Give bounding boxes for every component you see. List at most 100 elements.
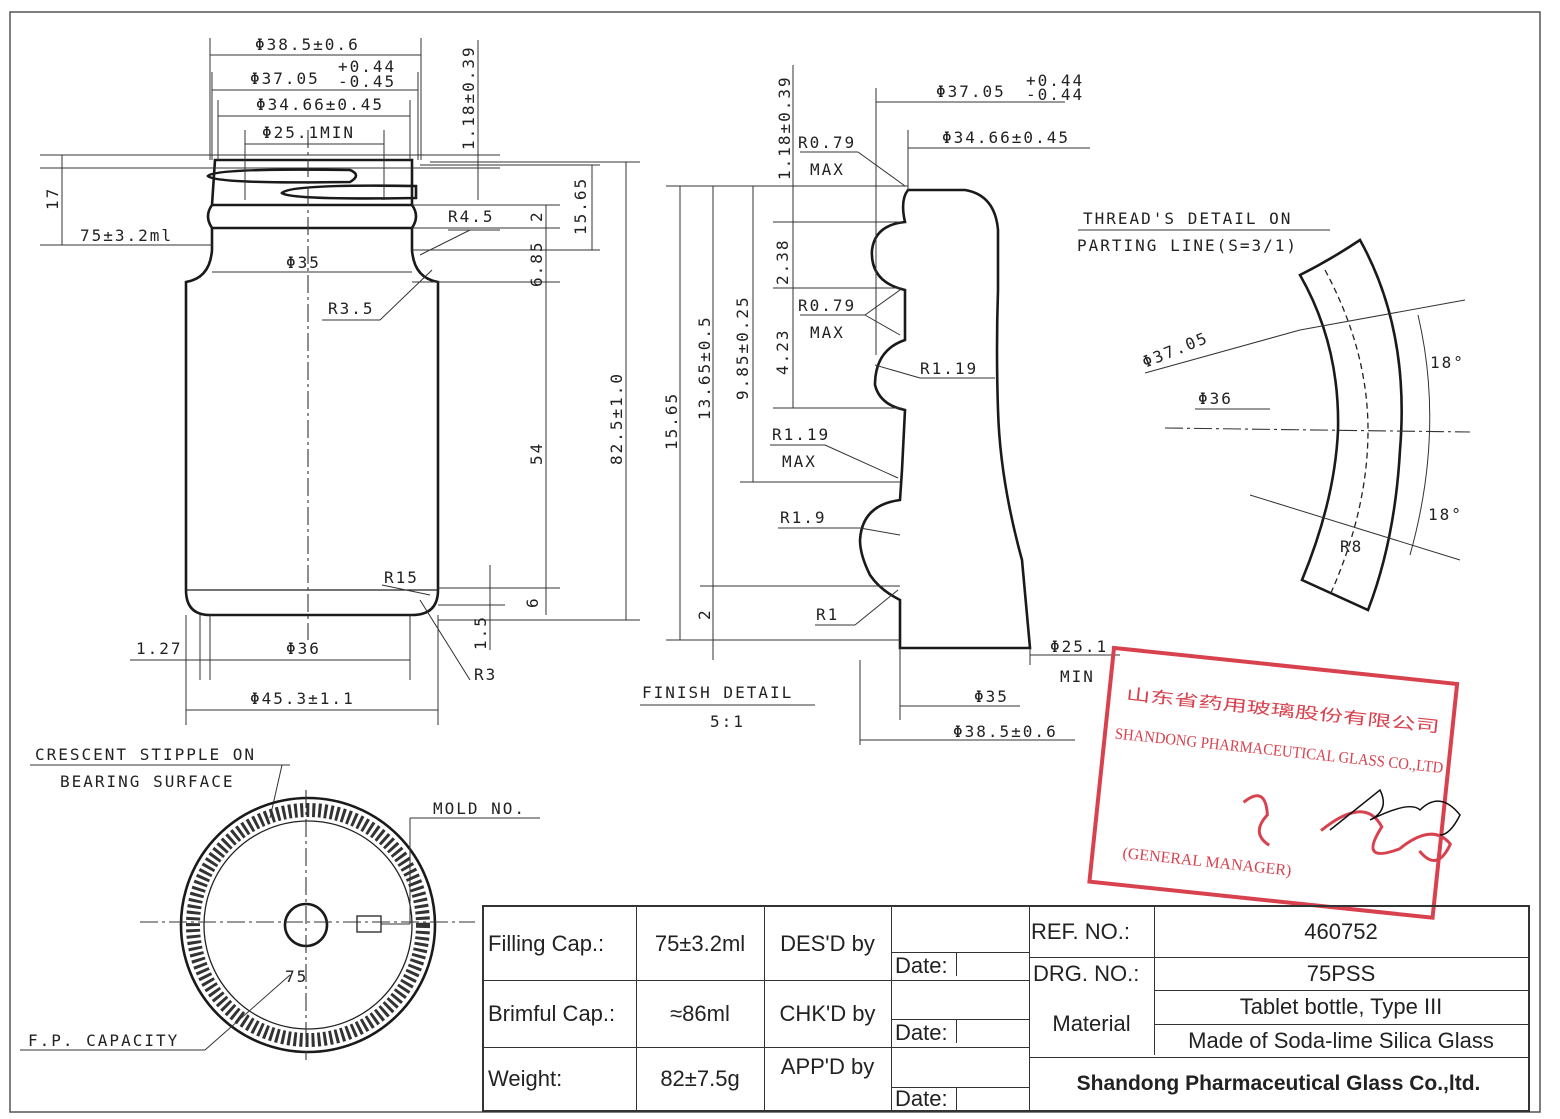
weight-label: Weight: — [488, 1065, 563, 1091]
fd-d38-5: Φ38.5±0.6 — [953, 722, 1058, 741]
dim-h2: 2 — [527, 210, 546, 222]
td-r8: R8 — [1340, 537, 1363, 556]
ref-no-value: 460752 — [1304, 919, 1378, 944]
stipple-note-1: CRESCENT STIPPLE ON — [35, 745, 256, 764]
fd-h1-18: 1.18±0.39 — [775, 75, 794, 180]
weight-value: 82±7.5g — [660, 1065, 740, 1091]
dim-h82-5: 82.5±1.0 — [607, 372, 626, 465]
dim-r3-5: R3.5 — [328, 299, 375, 318]
signature — [1242, 794, 1453, 862]
dim-d45-3: Φ45.3±1.1 — [250, 689, 355, 708]
fd-h13-65: 13.65±0.5 — [695, 315, 714, 420]
finish-detail-title: FINISH DETAIL — [642, 683, 793, 702]
finish-dimension-labels: 1.18±0.39 R0.79 MAX Φ37.05 +0.44 -0.44 Φ… — [642, 71, 1108, 741]
fd-r1-19-b: R1.19 — [772, 425, 830, 444]
fd-max-a: MAX — [810, 160, 845, 179]
dim-t1-27: 1.27 — [136, 639, 183, 658]
thread-detail: THREAD'S DETAIL ON PARTING LINE(S=3/1) Φ… — [1077, 209, 1471, 612]
fd-tol-plus: +0.44 — [1026, 71, 1084, 90]
fd-h9-85: 9.85±0.25 — [733, 295, 752, 400]
ref-no-label: REF. NO.: — [1031, 919, 1131, 944]
fd-d37-05: Φ37.05 — [936, 82, 1006, 101]
sheet-border — [9, 11, 1541, 1113]
mold-number-box — [356, 915, 382, 933]
material-label: Material — [1052, 1010, 1131, 1036]
fd-tol-minus: -0.44 — [1026, 85, 1084, 104]
thread-dimension-lines — [1144, 299, 1471, 561]
td-angle-top: 18° — [1430, 353, 1465, 372]
thread-detail-title-2: PARTING LINE(S=3/1) — [1077, 236, 1298, 255]
dim-d37-05: Φ37.05 — [250, 69, 320, 88]
dim-h1-18: 1.18±0.39 — [459, 45, 478, 150]
company-stamp: 山东省药用玻璃股份有限公司 SHANDONG PHARMACEUTICAL GL… — [1087, 645, 1460, 920]
brimful-cap-value: ≈86ml — [670, 1000, 730, 1026]
thread-1 — [206, 168, 358, 184]
bottom-view: CRESCENT STIPPLE ON BEARING SURFACE MOLD… — [20, 745, 540, 1060]
brimful-cap-label: Brimful Cap.: — [488, 1000, 616, 1026]
ink-signature — [1329, 788, 1461, 836]
stamp-english-name: SHANDONG PHARMACEUTICAL GLASS CO.,LTD — [1114, 726, 1444, 777]
dim-d35: Φ35 — [286, 253, 321, 272]
mold-no-label: MOLD NO. — [433, 799, 526, 818]
dim-d36: Φ36 — [286, 639, 321, 658]
drg-no-label: DRG. NO.: — [1033, 960, 1140, 986]
title-block: Filling Cap.: 75±3.2ml DES'D by Date: Br… — [482, 905, 1530, 1112]
fd-h4-23: 4.23 — [773, 328, 792, 375]
fd-d34-66: Φ34.66±0.45 — [942, 128, 1070, 147]
drg-no-value: 75PSS — [1306, 960, 1376, 986]
filling-cap-label: Filling Cap.: — [488, 930, 605, 956]
thread-2 — [280, 184, 418, 200]
dim-r15: R15 — [384, 568, 419, 587]
finish-detail-scale: 5:1 — [710, 712, 745, 731]
td-d36: Φ36 — [1198, 389, 1233, 408]
fp-capacity-label: F.P. CAPACITY — [28, 1031, 179, 1050]
dim-d34-66: Φ34.66±0.45 — [256, 95, 384, 114]
fd-d25-1: Φ25.1 — [1050, 637, 1108, 656]
thread-section — [1298, 238, 1403, 612]
fd-r1: R1 — [816, 605, 839, 624]
dim-tol-minus: -0.45 — [338, 72, 396, 91]
designed-by-label: DES'D by — [780, 930, 875, 956]
fd-d35: Φ35 — [974, 687, 1009, 706]
date-label-1: Date: — [895, 953, 948, 978]
material-line-2: Made of Soda-lime Silica Glass — [1188, 1027, 1494, 1053]
stamp-role: (GENERAL MANAGER) — [1122, 845, 1292, 880]
date-label-2: Date: — [895, 1020, 948, 1045]
checked-by-label: CHK'D by — [779, 1000, 876, 1026]
company-name: Shandong Pharmaceutical Glass Co.,ltd. — [1076, 1071, 1481, 1095]
front-dimension-labels: Φ38.5±0.6 Φ37.05 +0.44 -0.45 Φ34.66±0.45… — [43, 35, 626, 708]
fd-r0-79-b: R0.79 — [798, 296, 856, 315]
dim-d25-1: Φ25.1MIN — [262, 123, 355, 142]
finish-profile — [858, 188, 1032, 650]
fd-max-b: MAX — [810, 323, 845, 342]
dim-h15-65: 15.65 — [571, 177, 590, 235]
fd-h2-38: 2.38 — [773, 238, 792, 285]
dim-h17: 17 — [43, 187, 62, 210]
fd-r1-19-a: R1.19 — [920, 359, 978, 378]
dim-h6: 6 — [523, 596, 542, 608]
fd-min: MIN — [1060, 667, 1095, 686]
dim-r4-5: R4.5 — [448, 207, 495, 226]
filling-cap-value: 75±3.2ml — [654, 930, 746, 956]
fd-r1-9: R1.9 — [780, 508, 827, 527]
dim-h6-85: 6.85 — [527, 240, 546, 287]
finish-detail: 1.18±0.39 R0.79 MAX Φ37.05 +0.44 -0.44 Φ… — [640, 65, 1120, 745]
dim-tol-plus: +0.44 — [338, 57, 396, 76]
dim-h1-5: 1.5 — [471, 615, 490, 650]
dim-r3: R3 — [474, 665, 497, 684]
material-line-1: Tablet bottle, Type III — [1239, 994, 1443, 1019]
date-label-3: Date: — [895, 1087, 948, 1110]
capacity-mark: 75 — [285, 967, 308, 986]
capacity-label: 75±3.2ml — [80, 226, 173, 245]
bottom-outer-circle — [179, 796, 437, 1054]
dim-d38-5: Φ38.5±0.6 — [255, 35, 360, 54]
fd-h2: 2 — [695, 608, 714, 620]
fd-max-c: MAX — [782, 452, 817, 471]
fd-r0-79-a: R0.79 — [798, 133, 856, 152]
finish-dimension-lines — [640, 65, 1120, 745]
front-view: Φ38.5±0.6 Φ37.05 +0.44 -0.45 Φ34.66±0.45… — [40, 35, 640, 725]
front-dimension-lines — [40, 38, 640, 725]
stipple-note-2: BEARING SURFACE — [60, 772, 235, 791]
stamp-chinese-name: 山东省药用玻璃股份有限公司 — [1125, 685, 1440, 736]
